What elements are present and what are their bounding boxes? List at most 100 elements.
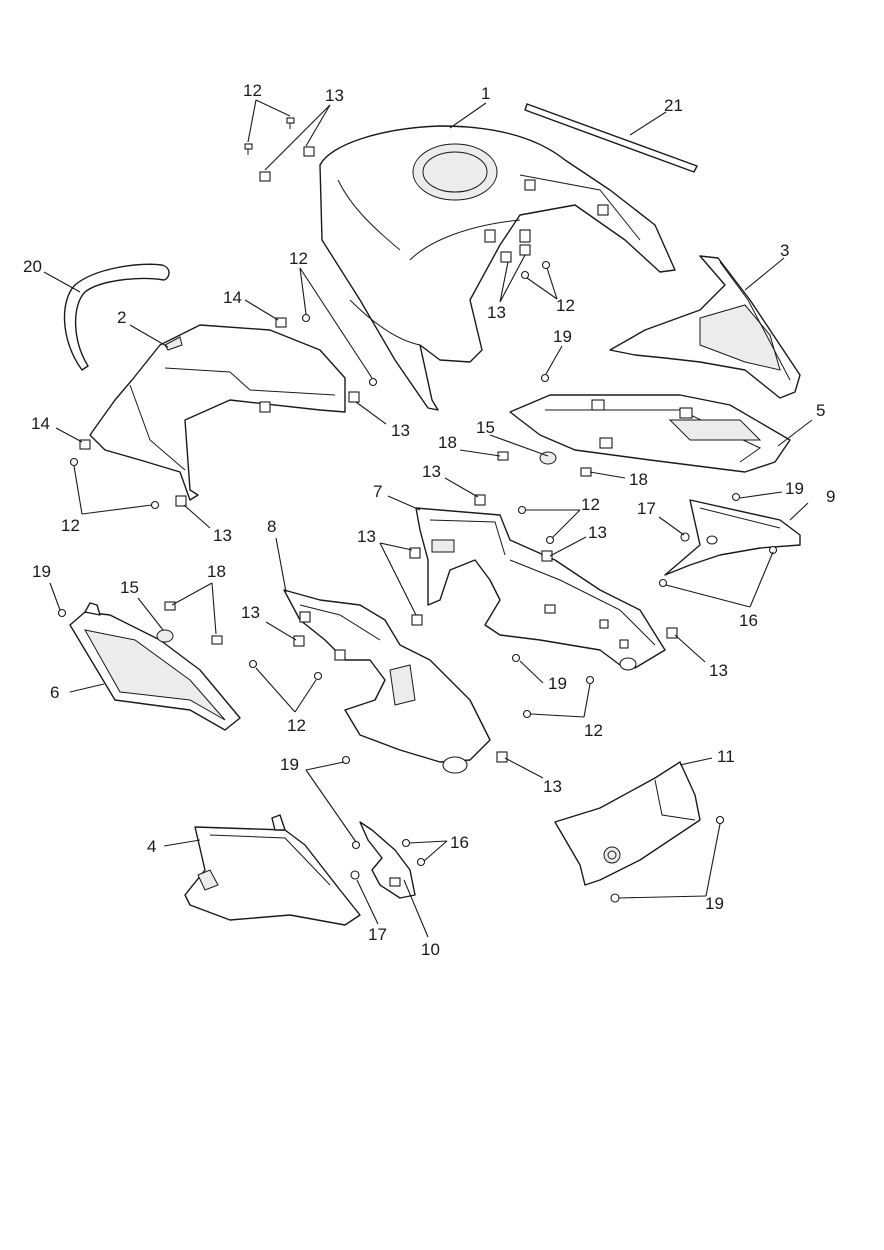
callout-12: 12 — [287, 716, 306, 735]
screw-12 — [522, 709, 532, 719]
clip-18 — [580, 467, 592, 477]
clip-13 — [541, 550, 553, 562]
callout-13: 13 — [241, 603, 260, 622]
callout-3: 3 — [780, 241, 789, 260]
part-5-lower-cover — [509, 394, 791, 473]
part-11-side-cover — [554, 761, 701, 886]
screw-16 — [768, 545, 778, 555]
callout-18: 18 — [207, 562, 226, 581]
callout-16: 16 — [739, 611, 758, 630]
callout-7: 7 — [373, 482, 382, 501]
nut-19 — [610, 893, 620, 903]
callout-10: 10 — [421, 940, 440, 959]
leader-lines — [43, 99, 813, 938]
clip-13 — [303, 146, 315, 157]
part-8-bracket — [283, 589, 491, 774]
clip-13 — [259, 171, 271, 182]
callout-15: 15 — [476, 418, 495, 437]
screw-12 — [368, 377, 378, 387]
part-21-trim-strip — [524, 103, 698, 173]
clip-13 — [411, 614, 423, 626]
part-20-edge-trim — [63, 263, 170, 371]
callout-18: 18 — [438, 433, 457, 452]
callout-labels: 1 2 3 4 5 6 7 8 9 10 11 12 12 12 12 12 1… — [23, 81, 835, 959]
callout-15: 15 — [120, 578, 139, 597]
screw-19 — [540, 373, 550, 383]
callout-13: 13 — [391, 421, 410, 440]
screw-19 — [341, 755, 351, 765]
part-1-tank-cover — [319, 125, 676, 411]
callout-13: 13 — [422, 462, 441, 481]
screw-16 — [401, 838, 411, 848]
clip-14 — [79, 439, 91, 450]
clip-13 — [175, 495, 187, 507]
screw-19 — [731, 492, 741, 502]
callout-19: 19 — [553, 327, 572, 346]
callout-19: 19 — [548, 674, 567, 693]
callout-12: 12 — [243, 81, 262, 100]
screw-12 — [545, 535, 555, 545]
callout-16: 16 — [450, 833, 469, 852]
clip-18 — [164, 601, 176, 611]
screw-12 — [301, 313, 311, 323]
part-3-front-panel — [609, 255, 801, 399]
clip-13 — [348, 391, 360, 403]
part-9-small-bracket — [664, 499, 801, 576]
clip-13 — [474, 494, 486, 506]
callout-2: 2 — [117, 308, 126, 327]
screw-19 — [715, 815, 725, 825]
spacer-17 — [680, 532, 690, 542]
callout-13: 13 — [543, 777, 562, 796]
screw-12 — [286, 117, 295, 129]
part-6-side-cover — [69, 602, 241, 731]
callout-19: 19 — [705, 894, 724, 913]
screw-12 — [517, 505, 527, 515]
screw-19 — [57, 608, 67, 618]
callout-17: 17 — [637, 499, 656, 518]
callout-19: 19 — [785, 479, 804, 498]
clip-13 — [409, 547, 421, 559]
callout-18: 18 — [629, 470, 648, 489]
screw-12 — [69, 457, 79, 467]
callout-4: 4 — [147, 837, 156, 856]
callout-13: 13 — [357, 527, 376, 546]
fasteners — [57, 117, 778, 903]
callout-14: 14 — [223, 288, 242, 307]
clip-13 — [496, 751, 508, 763]
screw-12 — [520, 270, 530, 280]
screw-19 — [511, 653, 521, 663]
callout-11: 11 — [717, 747, 735, 766]
part-2-side-panel — [89, 324, 346, 501]
callout-6: 6 — [50, 683, 59, 702]
clip-13 — [519, 244, 531, 256]
callout-14: 14 — [31, 414, 50, 433]
callout-12: 12 — [289, 249, 308, 268]
screw-12 — [150, 500, 160, 510]
callout-8: 8 — [267, 517, 276, 536]
clip-18 — [211, 635, 223, 645]
callout-5: 5 — [816, 401, 825, 420]
part-4-lower-cover — [184, 814, 361, 926]
screw-16 — [416, 857, 426, 867]
callout-20: 20 — [23, 257, 42, 276]
callout-13: 13 — [487, 303, 506, 322]
callout-12: 12 — [581, 495, 600, 514]
clip-13 — [293, 635, 305, 647]
screw-12 — [585, 675, 595, 685]
callout-12: 12 — [61, 516, 80, 535]
callout-13: 13 — [325, 86, 344, 105]
spacer-17 — [350, 870, 360, 880]
callout-19: 19 — [280, 755, 299, 774]
callout-9: 9 — [826, 487, 835, 506]
part-10-small-bracket — [359, 821, 416, 899]
callout-12: 12 — [584, 721, 603, 740]
callout-12: 12 — [556, 296, 575, 315]
clip-13 — [666, 627, 678, 639]
screw-12 — [313, 671, 323, 681]
callout-13: 13 — [588, 523, 607, 542]
screw-16 — [658, 578, 668, 588]
callout-13: 13 — [709, 661, 728, 680]
callout-13: 13 — [213, 526, 232, 545]
clip-13 — [500, 251, 512, 263]
